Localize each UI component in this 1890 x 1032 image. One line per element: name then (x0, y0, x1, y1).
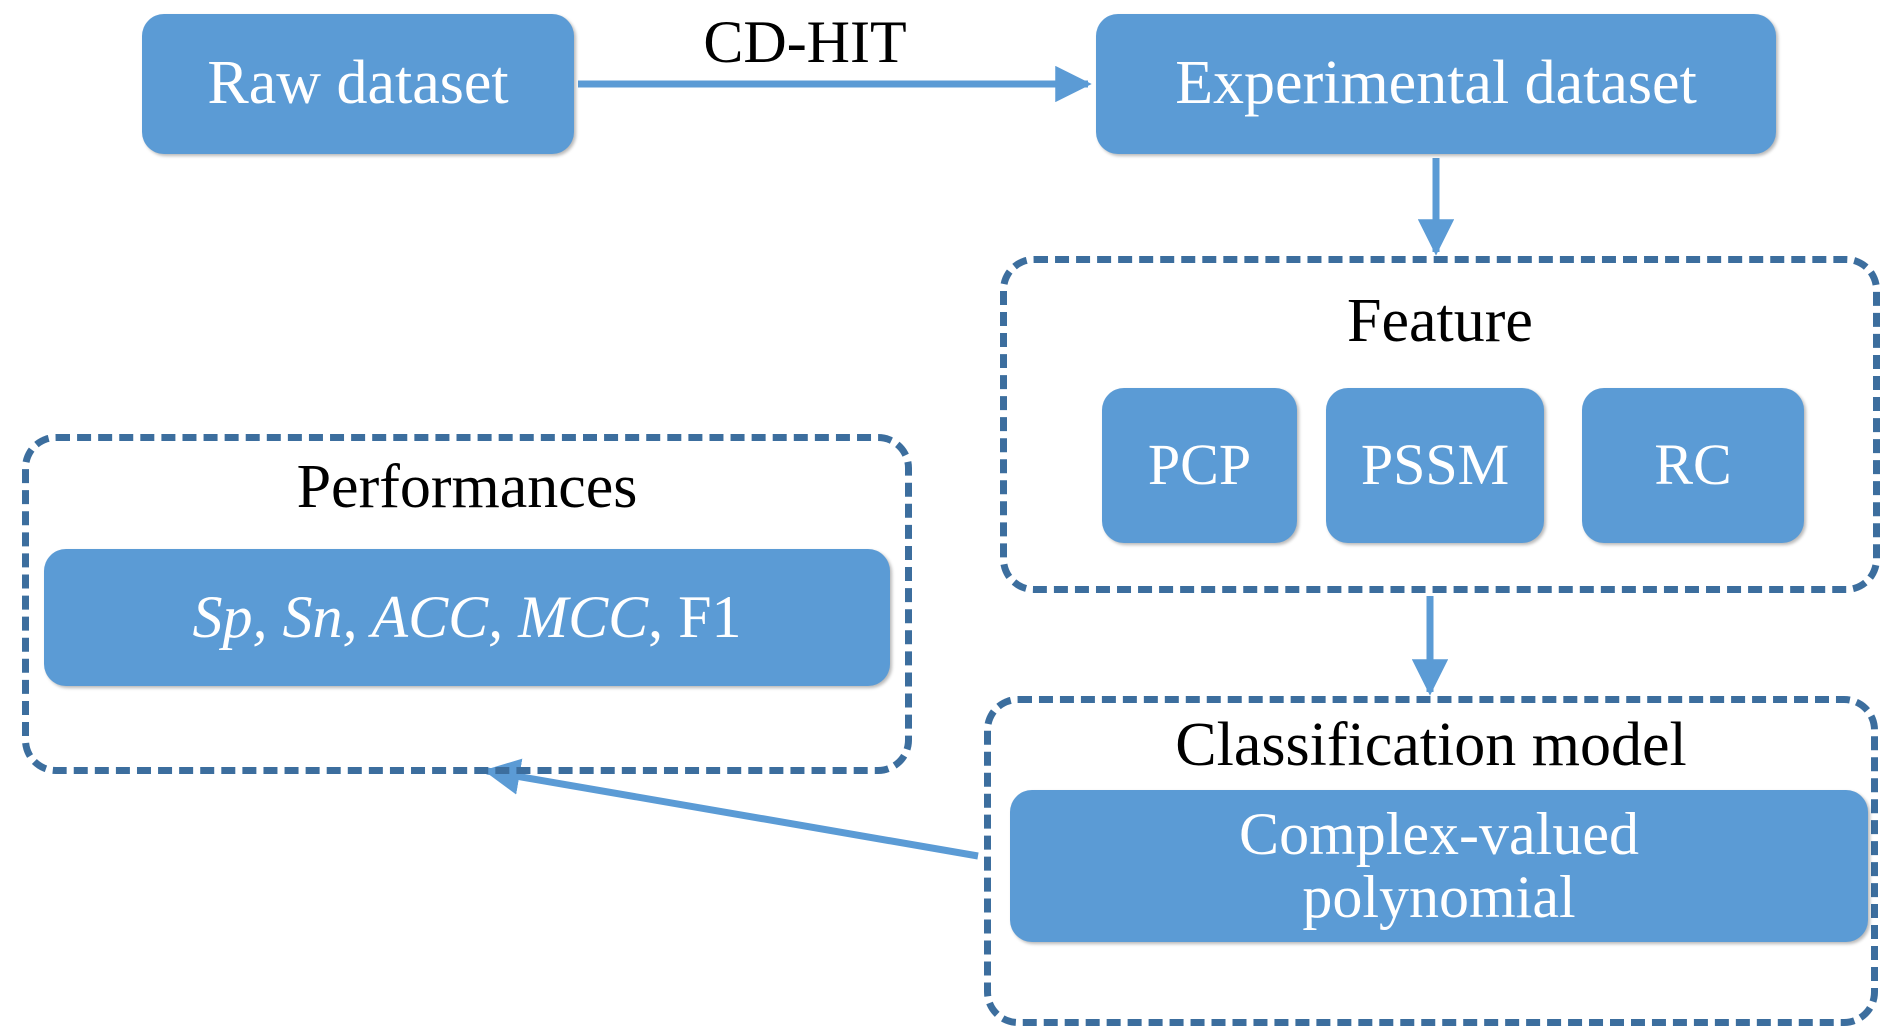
arrow-classification-to-performances (483, 758, 979, 860)
group-performances (22, 434, 912, 774)
node-pcp[interactable]: PCP (1102, 388, 1297, 543)
node-rc[interactable]: RC (1582, 388, 1804, 543)
group-label-feature: Feature (1347, 287, 1533, 355)
group-classification-model (984, 696, 1878, 1026)
metrics-separator: , (648, 584, 679, 650)
group-label-classification-model: Classification model (1175, 711, 1687, 779)
edge-label-cd-hit: CD-HIT (703, 9, 907, 75)
metrics-italic-part: Sp, Sn, ACC, MCC (192, 584, 649, 650)
group-feature (1000, 256, 1880, 593)
node-raw-dataset[interactable]: Raw dataset (142, 14, 574, 154)
node-pssm[interactable]: PSSM (1326, 388, 1544, 543)
metrics-upright-part: F1 (678, 584, 742, 650)
node-complex-valued-polynomial[interactable]: Complex-valued polynomial (1010, 790, 1868, 942)
node-performance-metrics[interactable]: Sp, Sn, ACC, MCC, F1 (44, 549, 890, 686)
node-experimental-dataset[interactable]: Experimental dataset (1096, 14, 1776, 154)
group-label-performances: Performances (296, 453, 638, 521)
